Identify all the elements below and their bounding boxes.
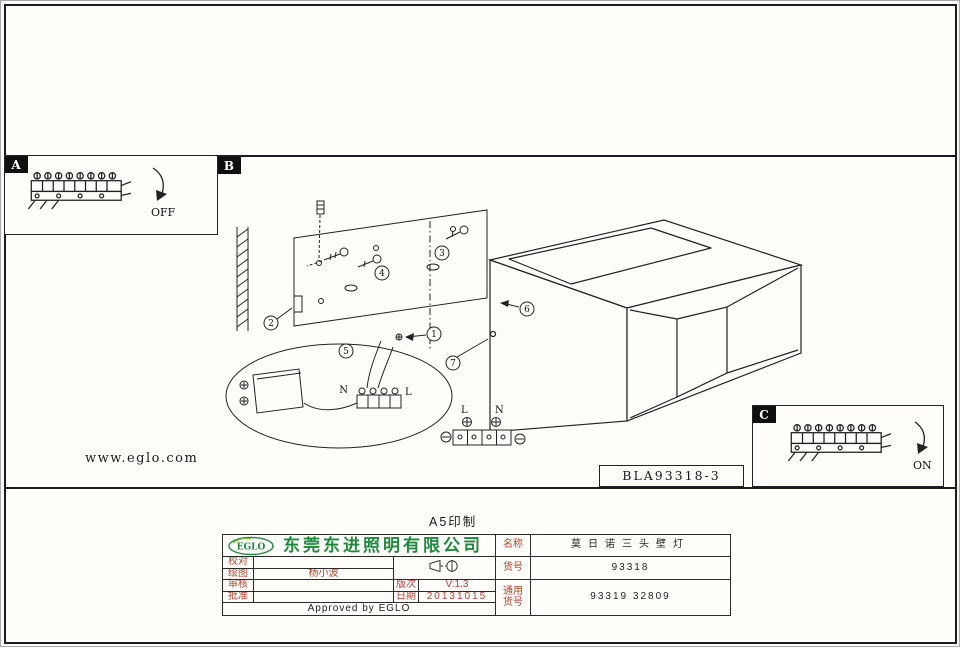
date-value-cell: 20131015 (418, 590, 496, 603)
section-b-label: B (223, 158, 236, 173)
check-value-cell (253, 556, 394, 569)
screw-3 (357, 254, 382, 268)
callout-5: 5 (343, 347, 349, 357)
wire-label-l-detail: L (405, 387, 412, 398)
eglo-logo-text: EGLO (237, 542, 266, 552)
check-label-cell: 校对 (222, 556, 254, 569)
screw-1 (306, 247, 349, 267)
section-b-tab: B (218, 157, 241, 174)
wiring-detail-ellipse: N L (225, 340, 453, 449)
wire-label-n-front: N (495, 405, 504, 416)
terminal-block-front: L N (440, 405, 526, 446)
projection-symbol-cell (393, 556, 496, 580)
generic-item-number-cell: 93319 32809 (530, 579, 731, 616)
state-off-label: OFF (151, 206, 176, 219)
section-c-box: C ON (752, 405, 944, 487)
eglo-logo: EGLO (228, 536, 274, 555)
generic-item-label-cell: 通用 货号 (495, 579, 531, 616)
approve-label-cell: 批准 (222, 590, 254, 603)
wire-label-l-front: L (461, 405, 468, 416)
generic-item-label-line1: 通用 (503, 586, 523, 597)
callout-4: 4 (379, 269, 385, 279)
section-c-label: C (759, 407, 770, 422)
draw-label-cell: 绘图 (222, 567, 254, 580)
bottom-divider (4, 487, 957, 489)
eglo-website-text: www.eglo.com (85, 451, 199, 466)
callout-2: 2 (268, 319, 274, 329)
print-size-note: A5印制 (429, 515, 478, 529)
callout-6: 6 (524, 305, 530, 315)
section-a-label: A (11, 157, 22, 172)
top-divider (4, 155, 957, 157)
state-on-label: ON (913, 459, 932, 472)
section-a-box: A OFF (4, 155, 218, 235)
wall-anchor (316, 200, 325, 260)
draftsman-cell: 杨小波 (253, 567, 394, 580)
product-name-cell: 莫日诺三头壁灯 (530, 534, 731, 557)
section-c-tab: C (753, 406, 776, 423)
section-a-drawing: OFF (27, 167, 176, 219)
version-label-cell: 版次 (393, 579, 419, 592)
item-label-cell: 货号 (495, 556, 531, 580)
wire-label-n-detail: N (339, 385, 348, 396)
callout-3: 3 (439, 249, 445, 259)
callout-1: 1 (431, 330, 437, 340)
section-c-drawing: ON (787, 421, 932, 472)
date-label-cell: 日期 (393, 590, 419, 603)
lamp-body (487, 219, 804, 433)
section-a-tab: A (5, 156, 28, 173)
review-value-cell (253, 579, 394, 592)
callout-7: 7 (450, 359, 456, 369)
projection-symbol-icon (429, 560, 458, 573)
approve-value-cell (253, 590, 394, 603)
generic-item-label-line2: 货号 (503, 596, 523, 608)
title-block-table: EGLO 东莞东进照明有限公司 名称 莫日诺三头壁灯 校对 货号 93318 绘… (222, 534, 731, 616)
version-value-cell: V:1.3 (418, 579, 496, 592)
company-name: 东莞东进照明有限公司 (283, 535, 483, 555)
drawing-number-box: BLA93318-3 (599, 465, 744, 487)
company-cell: EGLO 东莞东进照明有限公司 (222, 534, 496, 557)
mounting-plate (293, 209, 488, 327)
approved-note-cell: Approved by EGLO (222, 602, 496, 616)
callouts: 1 2 3 4 5 6 7 (263, 245, 535, 371)
item-number-cell: 93318 (530, 556, 731, 580)
wall-hatch (236, 227, 249, 331)
review-label-cell: 审核 (222, 579, 254, 592)
screw-2 (445, 225, 469, 240)
name-label-cell: 名称 (495, 534, 531, 557)
